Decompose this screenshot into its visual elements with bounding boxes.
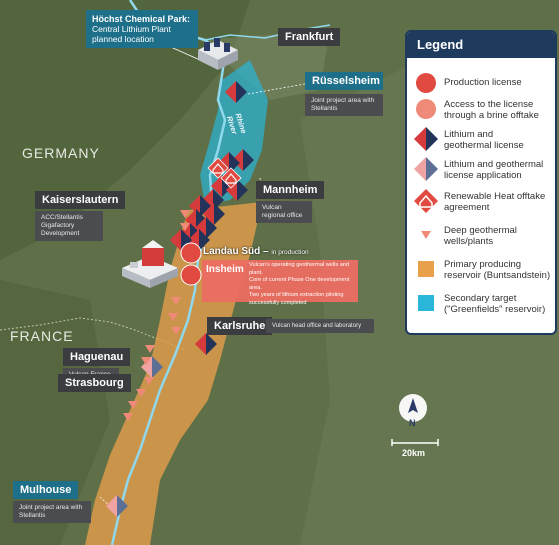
country-label-france: FRANCE — [10, 328, 74, 344]
legend-label: Secondary target("Greenfields" reservoir… — [444, 293, 546, 315]
kaiserslautern-note: ACC/Stellantis Gigafactory Development — [35, 211, 103, 241]
insheim-note-line2: Core of current Phase One development ar… — [249, 277, 350, 291]
legend-panel: Legend Production license Access to the … — [405, 30, 557, 335]
insheim-title: Insheim — [206, 264, 244, 275]
deep-well-marker[interactable] — [123, 413, 133, 421]
compass-icon — [399, 394, 427, 422]
heat-offtake-marker-2[interactable] — [220, 167, 242, 189]
legend-title: Legend — [407, 32, 555, 58]
deep-well-marker[interactable] — [180, 223, 190, 231]
legend-label: Production license — [444, 77, 522, 88]
house-icon — [414, 189, 438, 213]
city-mannheim[interactable]: Mannheim — [256, 181, 325, 199]
scale-label: 20km — [402, 448, 426, 458]
city-mulhouse[interactable]: Mulhouse — [13, 481, 79, 499]
insheim-note: Vulcan's operating geothermal wells and … — [249, 262, 359, 307]
lithium-license-marker[interactable] — [195, 333, 217, 355]
scale-bar — [391, 439, 439, 446]
city-kaiserslautern[interactable]: Kaiserslautern — [35, 191, 126, 209]
brine-offtake-icon — [416, 99, 436, 119]
deep-well-marker[interactable] — [128, 401, 138, 409]
hochst-title: Höchst Chemical Park: — [92, 14, 191, 24]
insheim-production-marker[interactable] — [180, 264, 202, 286]
landau-title: Landau Süd – — [203, 246, 269, 257]
secondary-target-swatch — [418, 295, 434, 311]
hochst-line1: Central Lithium Plant — [92, 24, 171, 34]
heat-offtake-marker-1[interactable] — [207, 157, 229, 179]
city-haguenau[interactable]: Haguenau — [63, 348, 131, 366]
license-markers — [106, 81, 254, 517]
terrain-forest-vosges — [0, 280, 110, 545]
compass-label: N — [409, 418, 416, 428]
deep-well-markers — [123, 210, 271, 421]
license-application-marker[interactable] — [106, 495, 128, 517]
city-russelsheim[interactable]: Rüsselsheim — [305, 72, 383, 90]
license-application-marker[interactable] — [141, 356, 163, 378]
deep-well-marker[interactable] — [180, 210, 190, 218]
city-strasbourg[interactable]: Strasbourg — [58, 374, 131, 392]
insheim-note-line3: Two years of lithium extraction piloting — [249, 292, 344, 298]
deep-well-marker[interactable] — [171, 297, 181, 305]
deep-well-marker[interactable] — [145, 345, 155, 353]
deep-well-marker[interactable] — [141, 357, 151, 365]
karlsruhe-note: Vulcan head office and laboratory — [266, 319, 374, 333]
country-label-germany: GERMANY — [22, 145, 100, 161]
lithium-license-marker[interactable] — [203, 203, 225, 225]
deep-well-marker[interactable] — [136, 389, 146, 397]
insheim-plant-icon — [122, 240, 178, 288]
deep-well-marker[interactable] — [171, 327, 181, 335]
deep-well-marker[interactable] — [168, 313, 178, 321]
connector-russelsheim — [247, 83, 306, 95]
deep-well-marker[interactable] — [144, 377, 154, 385]
russelsheim-note: Joint project area with Stellantis — [305, 94, 383, 116]
lithium-license-icon — [414, 127, 438, 151]
primary-reservoir-swatch — [418, 261, 434, 277]
mannheim-note: Vulcan regional office — [256, 201, 312, 223]
triangle-down-icon — [421, 231, 431, 239]
landau-production-marker[interactable] — [180, 242, 202, 264]
insheim-note-line1: Vulcan's operating geothermal wells and … — [249, 262, 350, 276]
insheim-note-line4: successfully completed — [249, 299, 307, 306]
lithium-license-marker[interactable] — [232, 149, 254, 171]
landau-label[interactable]: Landau Süd – in production — [203, 246, 309, 257]
city-karlsruhe[interactable]: Karlsruhe — [207, 317, 273, 335]
hochst-plant-icon — [198, 38, 238, 70]
insheim-callout[interactable] — [202, 260, 358, 302]
production-license-icon — [416, 73, 436, 93]
hochst-line2: planned location — [92, 34, 154, 44]
license-application-icon — [414, 157, 438, 181]
landau-suffix: in production — [271, 249, 309, 256]
mulhouse-note: Joint project area with Stellantis — [13, 501, 91, 523]
lithium-license-marker[interactable] — [225, 81, 247, 103]
hochst-callout[interactable]: Höchst Chemical Park: Central Lithium Pl… — [86, 10, 198, 48]
city-frankfurt[interactable]: Frankfurt — [278, 28, 341, 46]
